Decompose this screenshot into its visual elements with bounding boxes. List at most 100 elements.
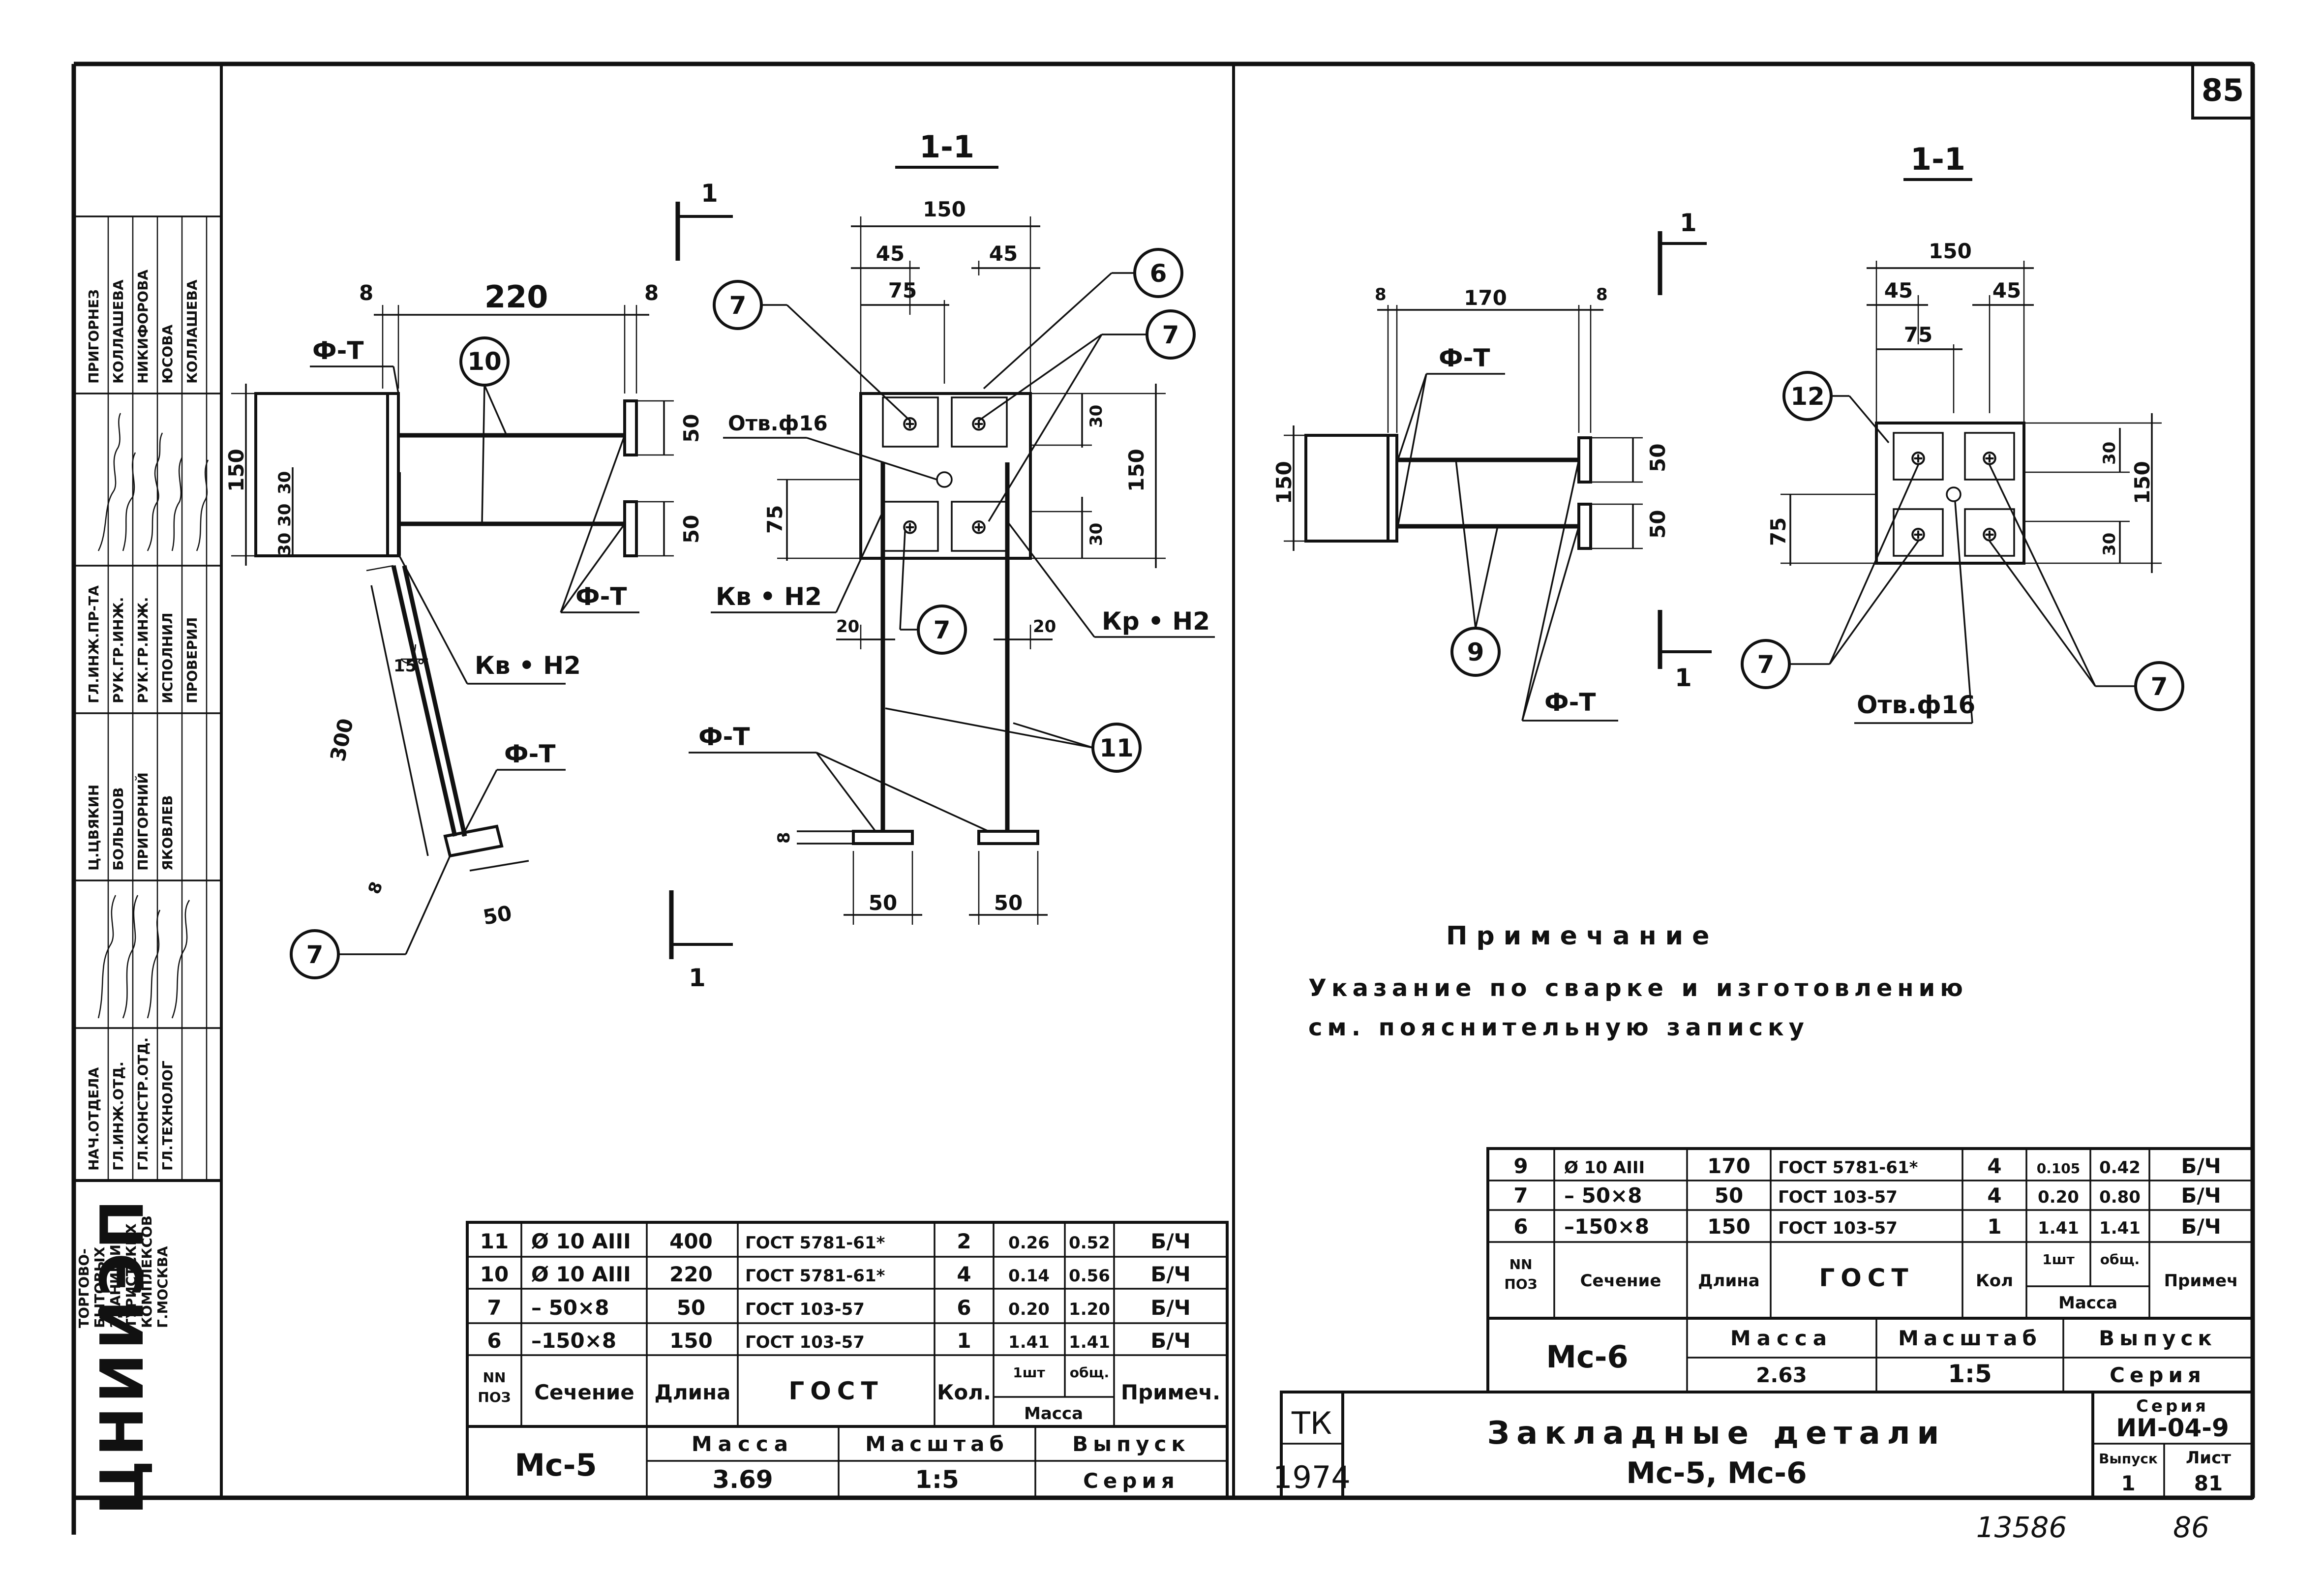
svg-text:1.20: 1.20 [1069,1300,1110,1319]
stamp-org-line: ТОРГОВО- [76,1248,92,1328]
svg-text:30: 30 [1087,405,1106,428]
svg-text:ГОСТ 103-57: ГОСТ 103-57 [745,1300,865,1319]
title-issue-label: Выпуск [2099,1451,2158,1467]
svg-text:150: 150 [1124,449,1148,492]
svg-text:75: 75 [888,278,917,303]
title-sheet: 81 [2194,1471,2223,1495]
stamp-roles: НАЧ.ОТДЕЛА ГЛ.ИНЖ.ОТД. ГЛ.КОНСТР.ОТД. ГЛ… [86,585,200,1171]
left-cut-mark-top: 1 [675,179,733,261]
svg-text:ГОСТ 103-57: ГОСТ 103-57 [1778,1218,1898,1238]
svg-text:8: 8 [1596,285,1608,304]
svg-text:NN: NN [1509,1256,1533,1272]
table-row: 6 –150×8 150 ГОСТ 103-57 1 1.41 1.41 Б/Ч [487,1329,1190,1353]
svg-text:Отв.ф16: Отв.ф16 [1857,691,1975,719]
svg-text:Мс-6: Мс-6 [1546,1339,1628,1375]
svg-text:220: 220 [484,279,548,315]
svg-text:20: 20 [836,617,859,636]
svg-text:150: 150 [669,1329,713,1353]
svg-text:1:5: 1:5 [1948,1360,1992,1388]
svg-text:Масса: Масса [1730,1326,1833,1350]
title-series-label: Серия [2136,1396,2209,1416]
svg-text:ГОСТ: ГОСТ [788,1377,883,1405]
mc5-rows: 11 Ø 10 АIII 400 ГОСТ 5781-61* 2 0.26 0.… [480,1229,1191,1353]
svg-text:Выпуск: Выпуск [2099,1326,2217,1350]
left-section-view: 1-1 ⊕ ⊕ ⊕ ⊕ [777,129,1166,925]
svg-text:Б/Ч: Б/Ч [1150,1262,1190,1286]
svg-text:Ø 10 АIII: Ø 10 АIII [531,1262,631,1286]
right-side-labels: Ф-Т Ф-Т 9 [1397,344,1618,722]
svg-text:1.41: 1.41 [1069,1333,1110,1352]
svg-text:1: 1 [701,179,718,208]
svg-text:6: 6 [957,1296,971,1320]
svg-text:7: 7 [1162,321,1179,349]
stamp-org-lines: ТОРГОВО- БЫТОВЫХ ЗДАНИЙ И ТУРИСТСКИХ КОМ… [76,1215,171,1328]
svg-text:Ф-Т: Ф-Т [1544,688,1596,717]
stamp-org-line: ТУРИСТСКИХ [123,1223,139,1328]
svg-text:Отв.ф16: Отв.ф16 [728,411,828,435]
table-row: 6 –150×8 150 ГОСТ 103-57 1 1.41 1.41 Б/Ч [1513,1214,2221,1239]
svg-text:8: 8 [1375,285,1387,304]
svg-text:Длина: Длина [655,1380,731,1404]
svg-text:ГОСТ 5781-61*: ГОСТ 5781-61* [1778,1158,1918,1178]
svg-text:Кол.: Кол. [937,1380,991,1404]
svg-text:Серия: Серия [1083,1469,1179,1493]
svg-text:8: 8 [774,832,794,844]
stamp-role: ПРОВЕРИЛ [184,617,200,703]
archive-number: 13586 [1976,1511,2067,1544]
svg-text:7: 7 [487,1296,501,1320]
stamp-role: ГЛ.ИНЖ.ПР-ТА [86,585,102,703]
svg-text:–150×8: –150×8 [1564,1214,1649,1239]
svg-text:11: 11 [1099,734,1134,762]
svg-text:ПОЗ: ПОЗ [1504,1276,1537,1292]
svg-text:– 50×8: – 50×8 [531,1296,609,1320]
title-issue: 1 [2121,1471,2135,1495]
left-section-labels: Отв.ф16 Кв • Н2 Кр • Н2 Ф-Т [689,411,1215,832]
svg-text:Кол: Кол [1976,1271,2013,1291]
svg-text:4: 4 [957,1262,971,1286]
svg-text:75: 75 [1904,323,1932,347]
svg-text:ГОСТ 103-57: ГОСТ 103-57 [1778,1187,1898,1207]
svg-text:50: 50 [869,891,897,915]
svg-text:7: 7 [1513,1183,1528,1208]
svg-text:10: 10 [480,1262,509,1286]
mc6-header: NN ПОЗ Сечение Длина ГОСТ Кол 1шт общ. М… [1504,1251,2238,1388]
svg-text:1: 1 [1675,664,1692,692]
svg-text:0.26: 0.26 [1008,1233,1050,1253]
svg-text:170: 170 [1464,286,1507,310]
stamp-block [74,215,221,1182]
mc5-header: NN ПОЗ Сечение Длина ГОСТ Кол. 1шт общ. … [478,1364,1220,1494]
stamp-name: БОЛЬШОВ [110,788,126,871]
svg-text:Ø 10 АIII: Ø 10 АIII [531,1229,631,1253]
title-sheet-label: Лист [2186,1448,2231,1468]
right-cut-mark-bottom: 1 [1658,610,1712,692]
svg-text:Ф-Т: Ф-Т [575,582,627,611]
svg-text:220: 220 [669,1262,713,1286]
svg-text:50: 50 [1646,510,1670,539]
svg-text:50: 50 [679,414,703,443]
svg-text:150: 150 [1929,239,1972,263]
svg-text:150: 150 [1272,461,1296,504]
svg-text:45: 45 [1884,278,1913,303]
svg-text:1шт: 1шт [2042,1251,2075,1268]
svg-text:Ф-Т: Ф-Т [312,336,363,365]
svg-text:Серия: Серия [2110,1363,2206,1387]
svg-text:7: 7 [2151,672,2168,701]
svg-text:75: 75 [1766,517,1790,546]
table-row: 10 Ø 10 АIII 220 ГОСТ 5781-61* 4 0.14 0.… [480,1262,1191,1286]
stamp-role: ГЛ.ИНЖ.ОТД. [110,1061,126,1171]
svg-text:общ.: общ. [1070,1364,1109,1381]
stamp-logo: ЦНИИЭП [89,1196,157,1515]
svg-text:0.20: 0.20 [1008,1300,1050,1319]
svg-text:Масштаб: Масштаб [865,1432,1009,1456]
svg-text:1-1: 1-1 [919,129,974,165]
svg-text:7: 7 [306,940,324,969]
right-side-dims: 8 170 8 150 50 50 [1272,285,1670,539]
svg-text:400: 400 [669,1229,713,1253]
title-line-2: Мс-5, Мс-6 [1626,1456,1807,1490]
svg-text:50: 50 [1646,444,1670,472]
svg-text:50: 50 [679,515,703,544]
svg-text:Мс-5: Мс-5 [514,1447,597,1483]
svg-text:15°: 15° [393,656,425,676]
svg-text:ГОСТ 5781-61*: ГОСТ 5781-61* [745,1266,885,1286]
svg-text:9: 9 [1513,1154,1528,1178]
